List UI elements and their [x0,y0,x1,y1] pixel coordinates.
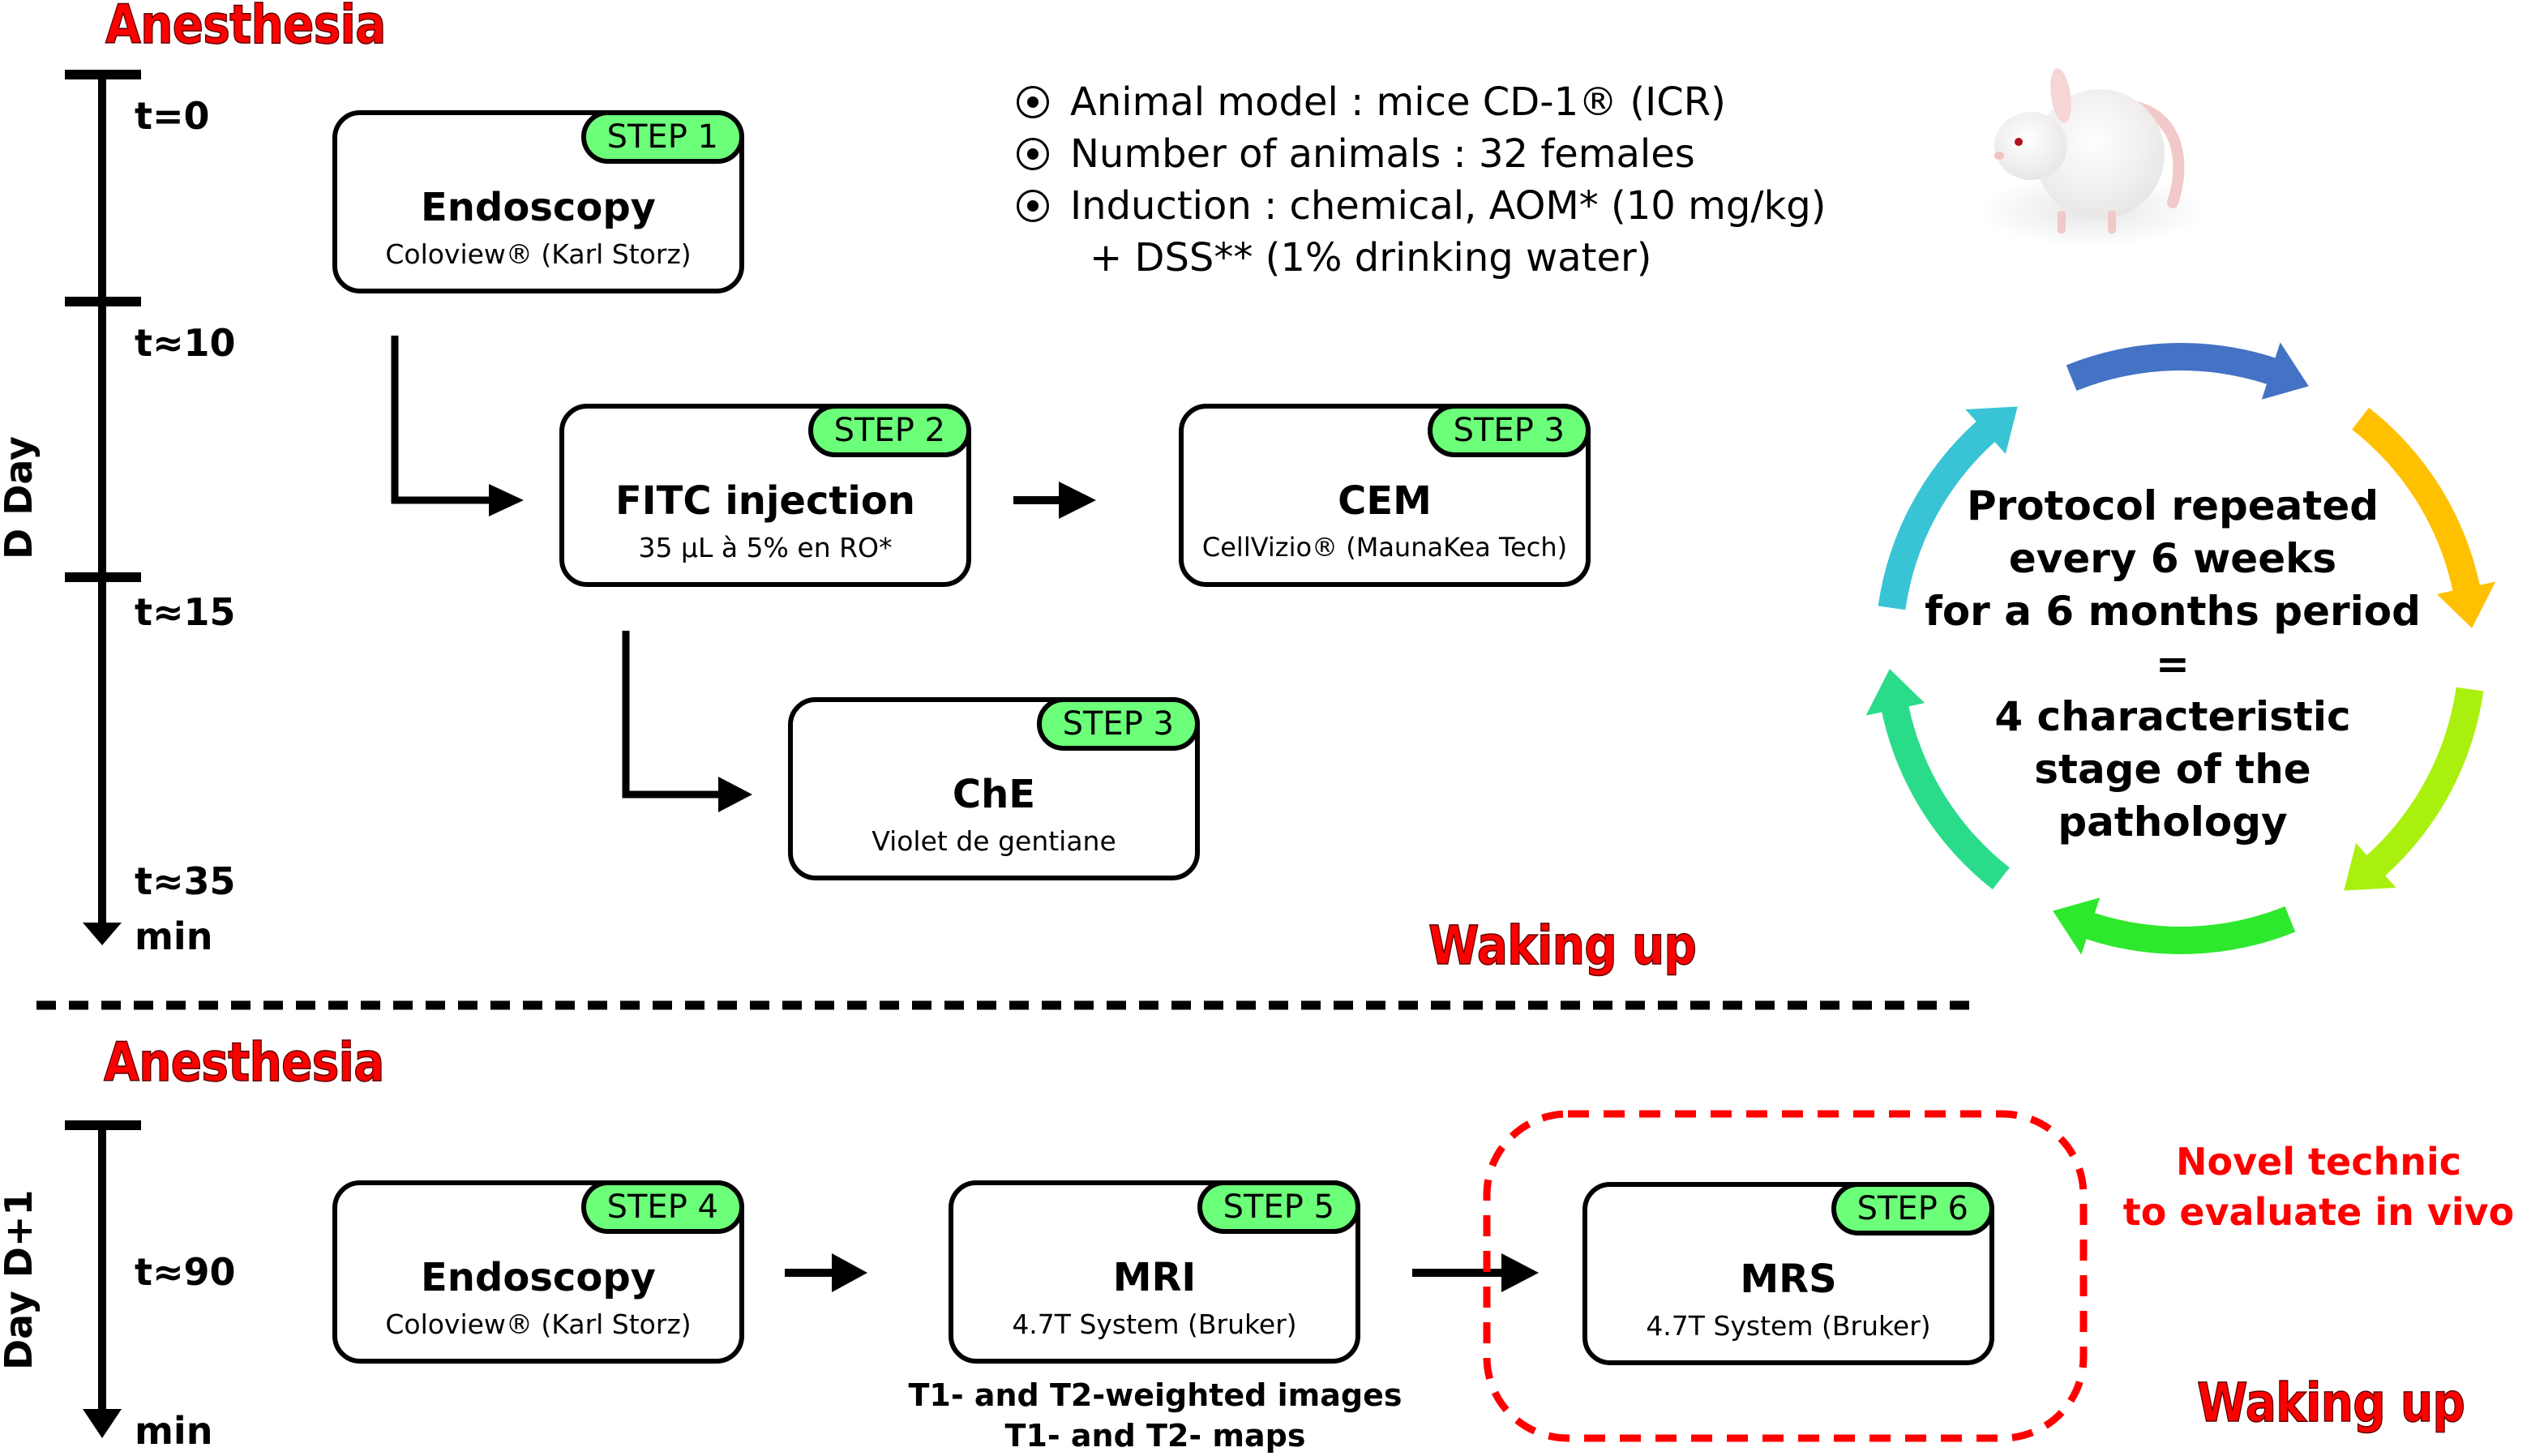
step-subtitle: Violet de gentiane [872,825,1116,857]
step-subtitle: 4.7T System (Bruker) [1012,1308,1297,1340]
novel-technic-highlight [1483,1110,2088,1442]
cycle-arrow-2 [2344,687,2484,891]
step-title: CEM [1338,478,1432,524]
step-subtitle: Coloview® (Karl Storz) [385,1308,692,1340]
radio-bullet-icon [1017,138,1049,170]
info-text: Induction : chemical, AOM* (10 mg/kg) [1070,183,1827,229]
step-card-endoscopy: STEP 1 Endoscopy Coloview® (Karl Storz) [332,110,744,293]
info-item: Animal model : mice CD-1® (ICR) [1017,76,1826,128]
cycle-description: Protocol repeated every 6 weeks for a 6 … [1889,480,2456,849]
tick-label-t90: t≈90 [135,1250,236,1294]
cycle-arrow-5 [1878,406,2018,610]
cycle-arrow-4 [1865,669,2010,890]
anesthesia-label-day1: Anesthesia [105,0,387,57]
flow-arrows-day2 [785,1110,2088,1442]
flow-arrows-day1 [36,336,1970,1010]
tick-label-t35: t≈35 [135,859,236,903]
novel-technic-note: Novel technic to evaluate in vivo [2092,1137,2531,1237]
step-badge: STEP 1 [580,110,744,164]
info-continuation: + DSS** (1% drinking water) [1090,235,1652,280]
timeline-tick-0 [65,70,141,79]
step-badge: STEP 3 [1427,404,1591,457]
timeline-unit-day2: min [135,1409,213,1453]
timeline-tick-10 [65,297,141,306]
tick-label-t0: t=0 [135,94,210,138]
step-card-fitc-injection: STEP 2 FITC injection 35 µL à 5% en RO* [559,404,971,587]
info-text: Animal model : mice CD-1® (ICR) [1070,79,1726,125]
timeline-arrowhead [83,1409,122,1438]
waking-up-label-day1: Waking up [1428,914,1697,978]
tick-label-t15: t≈15 [135,590,236,634]
step-title: ChE [952,772,1036,817]
step-title: MRS [1740,1257,1837,1302]
cycle-diagram [1865,342,2496,955]
mouse-photo-icon [1978,68,2205,247]
step-card-cem: STEP 3 CEM CellVizio® (MaunaKea Tech) [1179,404,1591,587]
cycle-line: Protocol repeated [1966,482,2379,529]
step-subtitle: 4.7T System (Bruker) [1646,1310,1931,1342]
timeline-arrowhead [83,923,122,945]
info-item: Number of animals : 32 females [1017,128,1826,180]
mri-output-line: T1- and T2-weighted images [908,1377,1403,1413]
info-item: Induction : chemical, AOM* (10 mg/kg) [1017,180,1826,232]
novel-note-line: Novel technic [2175,1140,2462,1184]
mri-outputs: T1- and T2-weighted images T1- and T2- m… [892,1375,1419,1456]
novel-note-line: to evaluate in vivo [2122,1190,2515,1234]
arrow-step4-to-mri [785,1253,867,1292]
step-badge: STEP 4 [580,1180,744,1234]
cycle-arrow-3 [2053,897,2296,955]
step-card-mrs: STEP 6 MRS 4.7T System (Bruker) [1582,1182,1994,1365]
elbow-arrow-step1-to-step2 [391,336,524,516]
radio-bullet-icon [1017,86,1049,118]
mri-output-line: T1- and T2- maps [1004,1418,1306,1454]
step-subtitle: Coloview® (Karl Storz) [385,238,692,270]
elbow-arrow-step2-to-che [622,631,752,812]
info-text: Number of animals : 32 females [1070,131,1695,177]
step-title: MRI [1112,1255,1197,1300]
step-card-endoscopy-day2: STEP 4 Endoscopy Coloview® (Karl Storz) [332,1180,744,1364]
waking-up-label-day2: Waking up [2196,1371,2465,1435]
cycle-line: every 6 weeks [2008,535,2337,582]
anesthesia-label-day2: Anesthesia [103,1030,385,1094]
step-title: FITC injection [615,478,915,524]
step-badge: STEP 2 [807,404,971,457]
step-badge: STEP 5 [1197,1180,1360,1234]
cycle-line: stage of the [2034,746,2311,793]
study-info-list: Animal model : mice CD-1® (ICR) Number o… [1017,76,1826,284]
timeline-tick-15 [65,572,141,582]
step-card-che: STEP 3 ChE Violet de gentiane [788,697,1200,880]
cycle-line: 4 characteristic [1994,693,2351,740]
cycle-arrow-0 [2066,342,2309,400]
step-badge: STEP 3 [1036,697,1200,751]
step-subtitle: CellVizio® (MaunaKea Tech) [1201,532,1568,563]
cycle-line: pathology [2058,799,2288,846]
step-title: Endoscopy [421,1255,656,1300]
arrow-step2-to-cem [1013,482,1096,519]
timeline-day2 [65,1120,141,1438]
step-title: Endoscopy [421,185,656,230]
timeline-day1 [65,70,141,945]
cycle-line: for a 6 months period [1925,588,2421,635]
timeline-tick-start [65,1120,141,1130]
step-badge: STEP 6 [1831,1182,1994,1235]
step-card-mri: STEP 5 MRI 4.7T System (Bruker) [949,1180,1360,1364]
tick-label-t10: t≈10 [135,321,236,365]
timeline-unit-day1: min [135,914,213,958]
arrow-mri-to-mrs [1412,1253,1539,1292]
step-subtitle: 35 µL à 5% en RO* [638,532,893,563]
cycle-line: = [2156,640,2190,687]
radio-bullet-icon [1017,190,1049,222]
cycle-arrow-1 [2352,407,2496,628]
